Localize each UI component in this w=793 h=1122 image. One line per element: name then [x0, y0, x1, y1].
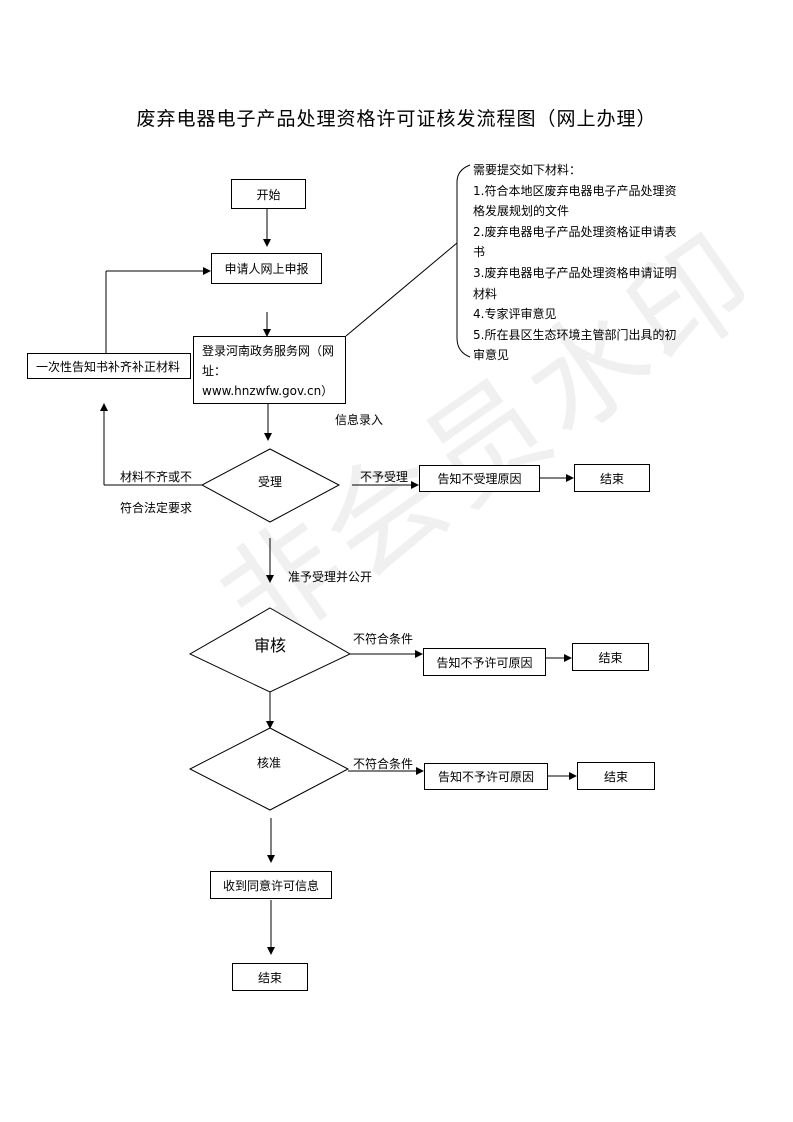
decision-review-label: 审核: [253, 636, 286, 655]
decision-accept-label: 受理: [257, 475, 282, 489]
materials-bracket: [456, 164, 471, 358]
end-node-3: 结束: [577, 762, 655, 790]
end-node-1: 结束: [574, 464, 650, 492]
materials-heading: 需要提交如下材料：: [473, 163, 582, 177]
end-final-node: 结束: [232, 963, 308, 991]
label-not-meet-2: 不符合条件: [353, 757, 414, 771]
label-incomplete-1: 材料不齐或不: [120, 470, 193, 484]
decision-approve-label: 核准: [256, 756, 281, 770]
label-incomplete-2: 符合法定要求: [120, 501, 193, 515]
label-not-meet-1: 不符合条件: [353, 632, 414, 646]
notice-not-accept-node: 告知不受理原因: [419, 465, 540, 492]
supplement-node: 一次性告知书补齐补正材料: [27, 353, 191, 379]
login-portal-node: 登录河南政务服务网（网址：www.hnzwfw.gov.cn）申报: [193, 336, 346, 404]
label-not-accept: 不予受理: [360, 470, 409, 484]
notice-not-permit-node-2: 告知不予许可原因: [424, 763, 548, 790]
label-info-entry: 信息录入: [335, 413, 384, 427]
edge-materials-connector: [345, 242, 458, 337]
apply-online-node: 申请人网上申报: [211, 253, 322, 284]
decision-accept: [200, 448, 341, 523]
end-node-2: 结束: [572, 643, 649, 671]
materials-item-3: 3.废弃电器电子产品处理资格申请证明材料: [473, 265, 677, 301]
materials-item-4: 4.专家评审意见: [473, 307, 557, 322]
label-accept-public: 准予受理并公开: [288, 570, 373, 584]
notice-not-permit-node-1: 告知不予许可原因: [423, 648, 546, 676]
page-title: 废弃电器电子产品处理资格许可证核发流程图（网上办理）: [136, 108, 657, 130]
decision-approve: [188, 727, 350, 811]
start-node: 开始: [231, 179, 306, 209]
receive-info-node: 收到同意许可信息: [210, 871, 332, 899]
decision-review: [188, 607, 352, 693]
materials-item-1: 1.符合本地区废弃电器电子产品处理资格发展规划的文件: [473, 183, 677, 219]
materials-list: 需要提交如下材料： 1.符合本地区废弃电器电子产品处理资格发展规划的文件 2.废…: [473, 160, 683, 366]
materials-item-5: 5.所在县区生态环境主管部门出具的初审意见: [473, 327, 677, 363]
materials-item-2: 2.废弃电器电子产品处理资格证申请表书: [473, 224, 677, 260]
